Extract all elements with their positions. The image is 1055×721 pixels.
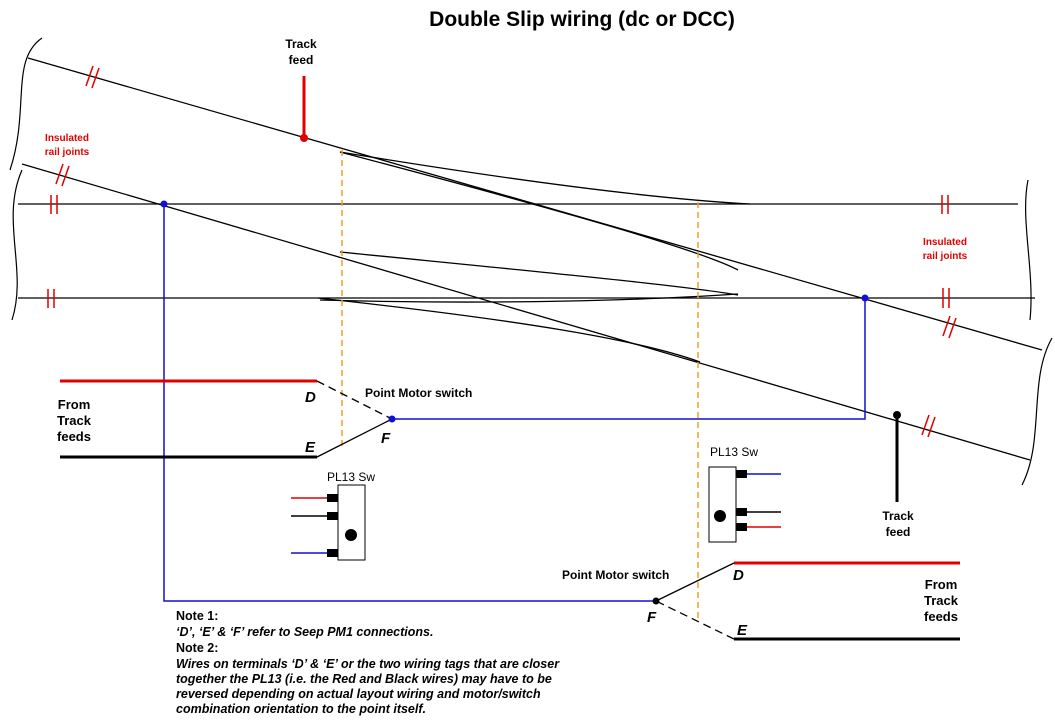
notes-block: Note 1: ‘D’, ‘E’ & ‘F’ refer to Seep PM1… (176, 609, 560, 716)
from-track-feeds-left-3: feeds (57, 429, 91, 444)
from-track-feeds-right-2: Track (924, 593, 959, 608)
track-feed-top (300, 76, 308, 142)
rails (18, 57, 1043, 461)
pl13-left-label: PL13 Sw (327, 470, 375, 484)
point-motor-switch-right-label: Point Motor switch (562, 568, 669, 582)
terminal-e-left: E (305, 439, 316, 456)
terminal-f-right: F (647, 609, 657, 626)
terminal-d-left: D (305, 389, 316, 406)
pl13-right-label: PL13 Sw (710, 445, 758, 459)
from-track-feeds-left-1: From (58, 397, 91, 412)
point-motor-switch-right (652, 561, 960, 641)
track-feed-bottom (893, 411, 901, 502)
track-feed-top-label-2: feed (289, 53, 314, 67)
insulated-right-label-1: Insulated (923, 237, 967, 248)
terminal-f-left: F (381, 430, 391, 447)
note1-heading: Note 1: (176, 609, 218, 623)
note2-line-1: Wires on terminals ‘D’ & ‘E’ or the two … (176, 657, 560, 671)
note1-text: ‘D’, ‘E’ & ‘F’ refer to Seep PM1 connect… (176, 625, 433, 639)
from-track-feeds-right-3: feeds (924, 609, 958, 624)
track-feed-bottom-label-2: feed (886, 525, 911, 539)
insulated-joint-marks (47, 65, 957, 438)
note2-line-3: reversed depending on actual layout wiri… (176, 687, 541, 701)
pl13-switch-right (708, 466, 781, 543)
terminal-d-right: D (733, 567, 744, 584)
insulated-left-label-2: rail joints (45, 147, 90, 158)
from-track-feeds-left-2: Track (57, 413, 92, 428)
frog-connection-left (160, 200, 168, 208)
frog-connection-right (861, 294, 869, 302)
note2-heading: Note 2: (176, 641, 218, 655)
terminal-e-right: E (737, 622, 748, 639)
track-feed-top-label-1: Track (285, 37, 317, 51)
diagram-title: Double Slip wiring (dc or DCC) (429, 8, 735, 31)
insulated-left-label-1: Insulated (45, 133, 89, 144)
pl13-switch-left (291, 484, 366, 561)
from-track-feeds-right-1: From (925, 577, 958, 592)
track-feed-bottom-label-1: Track (882, 509, 914, 523)
insulated-right-label-2: rail joints (923, 251, 968, 262)
track-break-marks (9, 37, 1053, 486)
note2-line-2: together the PL13 (i.e. the Red and Blac… (176, 672, 552, 686)
blue-frog-wires (163, 204, 866, 602)
note2-line-4: combination orientation to the point its… (176, 702, 426, 716)
point-motor-switch-left-label: Point Motor switch (365, 386, 472, 400)
switch-alignment-dashes (341, 150, 699, 620)
point-motor-switch-left (60, 379, 396, 459)
